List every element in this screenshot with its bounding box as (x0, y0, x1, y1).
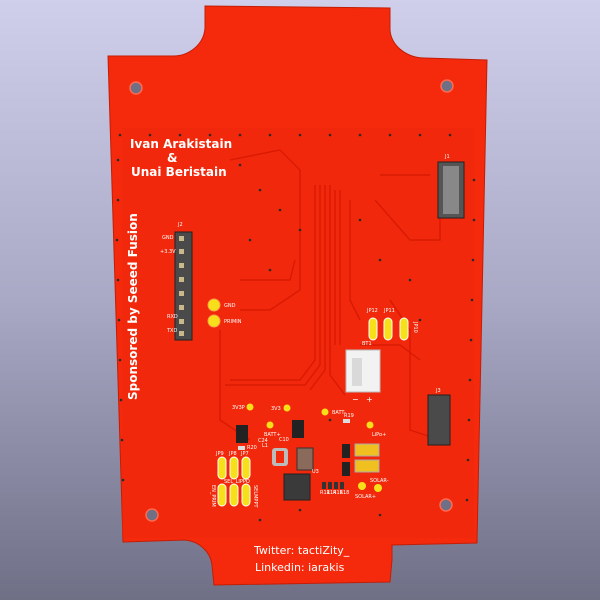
diode-d2 (354, 459, 380, 473)
ic-u1 (292, 420, 304, 438)
testpoint-solar-plus-label: SOLAR+ (355, 494, 376, 500)
testpoint-gnd-label: GND (224, 303, 236, 309)
testpoint-3v3p-pad (246, 403, 254, 411)
r19-label: R19 (344, 413, 354, 419)
sponsor-text: Sponsored by Seeed Fusion (126, 213, 140, 400)
j2-label: J2 (177, 222, 183, 228)
twitter-text: Twitter: tactiZity_ (253, 544, 350, 557)
jumper-jp11-label: JP11 (383, 308, 395, 314)
j2-pin-rxd: RXD (167, 314, 178, 320)
author-line-3: Unai Beristain (131, 165, 227, 179)
j3-label: J3 (435, 388, 441, 394)
r14-label: R14 (327, 490, 337, 496)
author-line-1: Ivan Arakistain (130, 137, 232, 151)
diode-d1 (354, 443, 380, 457)
testpoint-3v3p-label: 3V3P (232, 405, 245, 411)
author-line-2: & (167, 151, 177, 165)
r15-label: R15 (333, 490, 343, 496)
testpoint-solar-minus-label: SOLAR- (370, 478, 389, 484)
testpoint-primin-pad (207, 314, 221, 328)
jumper-jp12-label: JP12 (366, 308, 378, 314)
ic-u2 (236, 425, 248, 443)
j2-pin-3v3: +3.3V (160, 249, 176, 255)
transistor-q2 (342, 462, 350, 476)
capacitor-c7 (296, 447, 314, 471)
testpoint-batt-plus-label: BATT+ (264, 432, 281, 438)
battery-connector-bt1: BT1 − + (345, 341, 381, 404)
jumper-jp8-label: JP8 (228, 451, 237, 457)
c24-label: C24 (258, 438, 268, 444)
test-points: GND PRIMIN 3V3P 3V3 BATT- BATT+ LiPo+ SO… (207, 298, 389, 500)
linkedin-text: Linkedin: iarakis (255, 561, 345, 574)
r18-label: R18 (340, 490, 350, 496)
testpoint-gnd-pad (207, 298, 221, 312)
transistor-q1 (342, 444, 350, 458)
mounting-holes (129, 79, 454, 522)
solder-jumpers: JP12 JP11 JP10 JP9 JP8 JP7 SEL_LIPPO EN_… (210, 308, 418, 508)
vias (115, 133, 476, 522)
jumper-selmppt-label: SELMPPT (252, 485, 258, 508)
resistor-r15 (334, 482, 338, 489)
jumper-sel-lippo-label: SEL_LIPPO (224, 479, 250, 485)
mounting-hole (440, 79, 454, 93)
u3-label: U3 (312, 469, 319, 475)
resistor-r19 (343, 419, 350, 423)
resistor-r11 (322, 482, 326, 489)
connector-j1: J1 (437, 154, 465, 219)
resistor-r18 (340, 482, 344, 489)
bt1-minus: − (352, 395, 359, 404)
testpoint-primin-label: PRIMIN (224, 319, 242, 325)
testpoint-3v3-pad (283, 404, 291, 412)
connector-j2: J2 GND +3.3V RXD TXD (160, 222, 193, 341)
ic-u3 (283, 473, 311, 501)
jumper-jp9-label: JP9 (215, 451, 224, 457)
connector-j3: J3 (427, 388, 451, 446)
jumper-jp10-label: JP10 (412, 321, 418, 333)
j1-label: J1 (444, 154, 450, 160)
jumper-jp7-label: JP7 (240, 451, 249, 457)
resistor-r14 (328, 482, 332, 489)
j2-pin-txd: TXD (166, 328, 177, 334)
mounting-hole (145, 508, 159, 522)
bt1-plus: + (366, 395, 373, 404)
mounting-hole (439, 498, 453, 512)
jumper-en-prim-label: EN_PRIM (210, 485, 216, 507)
c10-label: C10 (279, 437, 289, 443)
r20-label: R20 (247, 445, 257, 451)
mounting-hole (129, 81, 143, 95)
l1-label: L1 (262, 443, 268, 449)
components: U3 L1 C10 C24 R11 R14 R15 R18 R19 R20 (236, 413, 380, 501)
testpoint-solar-plus-pad (358, 482, 366, 490)
testpoint-batt-plus-pad (266, 421, 274, 429)
testpoint-lipo-plus-pad (366, 421, 374, 429)
j2-pin-gnd: GND (162, 235, 174, 241)
testpoint-batt-minus-pad (321, 408, 329, 416)
resistor-r20 (238, 446, 245, 450)
testpoint-batt-minus-label: BATT- (332, 410, 346, 416)
copper-traces (219, 149, 441, 441)
testpoint-solar-minus-pad (374, 484, 382, 492)
bt1-label: BT1 (362, 341, 372, 347)
testpoint-3v3-label: 3V3 (271, 406, 281, 412)
inductor-l1-inner (276, 451, 284, 463)
testpoint-lipo-plus-label: LiPo+ (372, 432, 386, 438)
r11-label: R11 (320, 490, 330, 496)
